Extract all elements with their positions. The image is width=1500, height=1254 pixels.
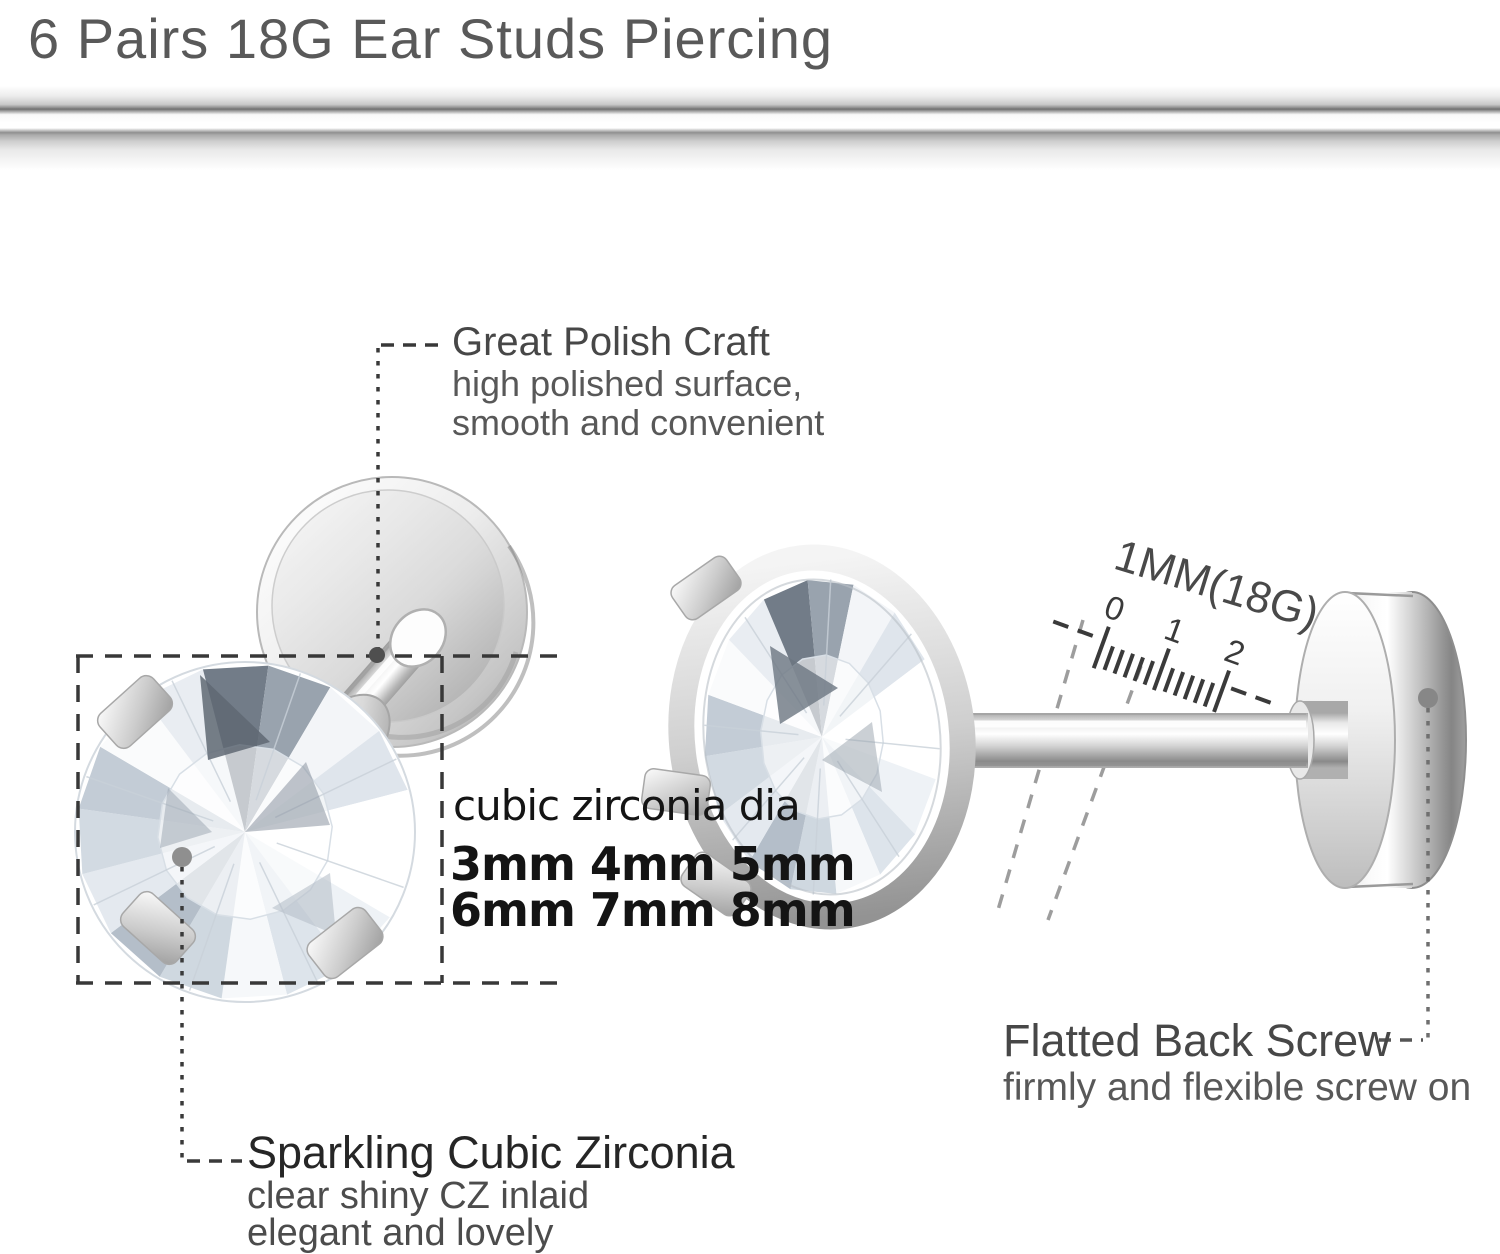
sparkling-callout: Sparkling Cubic Zirconia clear shiny CZ … (247, 1127, 735, 1254)
gem-facet-edge (812, 768, 821, 895)
polish-anchor-dot (369, 647, 385, 663)
back-screw-callout-title: Flatted Back Screw (1003, 1015, 1391, 1066)
back-screw-callout-line1: firmly and flexible screw on (1003, 1066, 1472, 1109)
ruler-tick-minor (1132, 656, 1145, 682)
gem-facet-edge (839, 633, 912, 717)
right-gem-facets (704, 579, 940, 895)
ruler-tick-minor (1112, 649, 1125, 675)
cz-sizes-row1: 3mm 4mm 5mm (450, 837, 856, 891)
right-gem-setting-ring (668, 544, 976, 930)
back-screw-leader-line (1379, 708, 1430, 1042)
back-screw-anchor-dot (1418, 688, 1438, 708)
gem-facet-edge (255, 673, 302, 801)
gauge-label: 1MM(18G) (1109, 531, 1324, 639)
cz-diameter-sizes: 3mm 4mm 5mm 6mm 7mm 8mm (450, 837, 856, 937)
gem-dimension-bracket (76, 654, 563, 985)
sparkling-anchor-dot (172, 847, 192, 867)
ruler-tick-label: 1 (1160, 610, 1190, 651)
back-screw-callout: Flatted Back Screw firmly and flexible s… (1003, 1015, 1472, 1110)
gem-facet-edge (258, 861, 319, 984)
gem-facet-edge (93, 845, 216, 906)
gem-facet-dark (822, 722, 882, 792)
polish-leader-line (376, 343, 446, 648)
ruler-lead-dash (1052, 619, 1096, 639)
ruler-tail-dash (1230, 686, 1279, 708)
polish-callout-line1: high polished surface, (452, 363, 803, 404)
ruler-tick-minor (1102, 645, 1115, 671)
ruler-tick-major (1212, 669, 1231, 713)
left-stud (74, 476, 536, 1003)
sparkling-callout-title: Sparkling Cubic Zirconia (247, 1127, 735, 1178)
sparkling-leader-line (180, 867, 242, 1163)
right-gem-prongs (640, 555, 752, 917)
gem-facet-edge (188, 863, 235, 991)
right-stud (640, 544, 1467, 930)
gem-facet-edge (171, 680, 232, 803)
polish-callout: Great Polish Craft high polished surface… (452, 320, 824, 442)
polish-callout-title: Great Polish Craft (452, 320, 770, 364)
gem-facet-dark (770, 646, 838, 724)
gauge-projection-lines (996, 619, 1143, 921)
ruler-tick-minor (1122, 653, 1135, 678)
gem-facet-dark (245, 762, 330, 832)
page-title: 6 Pairs 18G Ear Studs Piercing (28, 7, 834, 70)
ruler-tick-label: 0 (1100, 588, 1130, 629)
sparkling-callout-line1: clear shiny CZ inlaid (247, 1175, 590, 1217)
cz-sizes-row2: 6mm 7mm 8mm (450, 883, 856, 937)
right-back-disc (1294, 591, 1467, 889)
gem-facet-dark (272, 873, 336, 935)
gem-facet-edge (836, 760, 900, 858)
ruler-tick-minor (1192, 678, 1206, 704)
left-gem-prongs (96, 674, 384, 980)
sparkling-callout-line2: elegant and lovely (247, 1212, 554, 1254)
gem-facet-edge (276, 842, 404, 889)
ruler-tick-minor (1202, 682, 1216, 708)
ruler-tick-minor (1142, 660, 1155, 686)
ruler-tick-minor (1172, 671, 1186, 697)
ruler-tick-major (1091, 626, 1111, 669)
gem-facet-dark (200, 675, 270, 760)
ruler-tick-minor (1162, 667, 1176, 693)
ruler-tick-label: 2 (1220, 631, 1250, 672)
ruler-tick-minor (1182, 674, 1196, 700)
metallic-divider-bar (0, 86, 1500, 170)
cz-diameter-label: cubic zirconia dia (453, 781, 801, 830)
gem-facet-edge (732, 757, 805, 841)
gem-facet-edge (704, 724, 799, 736)
ruler-ticks (1091, 626, 1231, 713)
polish-callout-line2: smooth and convenient (452, 402, 825, 443)
ruler-tick-major (1152, 648, 1171, 691)
right-stud-post (938, 712, 1308, 768)
gem-facet-dark (160, 788, 212, 848)
